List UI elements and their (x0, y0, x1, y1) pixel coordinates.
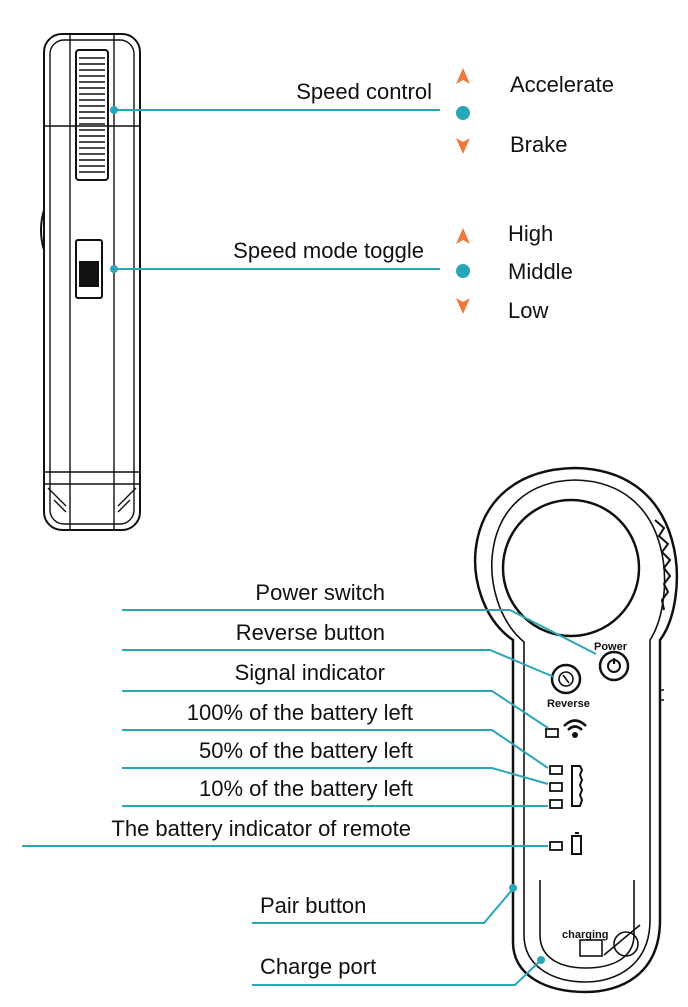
battery-100-label: 100% of the battery left (186, 700, 413, 725)
top-leader-lines (114, 109, 440, 270)
speed-mode-toggle-label: Speed mode toggle (233, 238, 424, 263)
speed-control-label: Speed control (296, 79, 432, 104)
charging-device-text: charging (562, 929, 608, 941)
reverse-button-label: Reverse button (235, 620, 385, 645)
charge-port-dot (537, 956, 545, 964)
down-arrow-icon (456, 138, 470, 154)
power-device-text: Power (594, 641, 628, 653)
power-switch-label: Power switch (255, 580, 385, 605)
dot-icon (456, 264, 470, 278)
reverse-button[interactable] (550, 663, 582, 695)
up-arrow-icon (456, 228, 470, 244)
battery-50-label: 50% of the battery left (198, 738, 413, 763)
signal-indicator-label: Signal indicator (234, 660, 385, 685)
brake-label: Brake (510, 132, 568, 157)
low-label: Low (508, 298, 549, 323)
battery-10-label: 10% of the battery left (198, 776, 413, 801)
down-arrow-icon (456, 298, 470, 314)
remote-battery-label: The battery indicator of remote (111, 816, 411, 841)
reverse-device-text: Reverse (547, 698, 590, 710)
battery-leds (549, 765, 584, 855)
charge-port-label: Charge port (260, 954, 377, 979)
signal-indicator (545, 719, 587, 738)
remote-battery-icon (571, 835, 582, 855)
middle-label: Middle (508, 259, 573, 284)
dot-icon (456, 106, 470, 120)
speed-mode-icons (456, 228, 470, 314)
speed-control-icons (456, 68, 470, 154)
battery-icon (571, 765, 584, 807)
pair-button[interactable] (509, 884, 517, 892)
wifi-icon (563, 719, 587, 727)
up-arrow-icon (456, 68, 470, 84)
remote-front-view (474, 466, 679, 994)
accelerate-label: Accelerate (510, 72, 614, 97)
speed-mode-dot (110, 265, 118, 273)
bottom-leader-lines (22, 609, 597, 986)
pair-button-label: Pair button (260, 893, 367, 918)
high-label: High (508, 221, 554, 246)
remote-side-view (40, 33, 141, 531)
power-button[interactable] (598, 650, 630, 682)
speed-control-dot (110, 106, 118, 114)
